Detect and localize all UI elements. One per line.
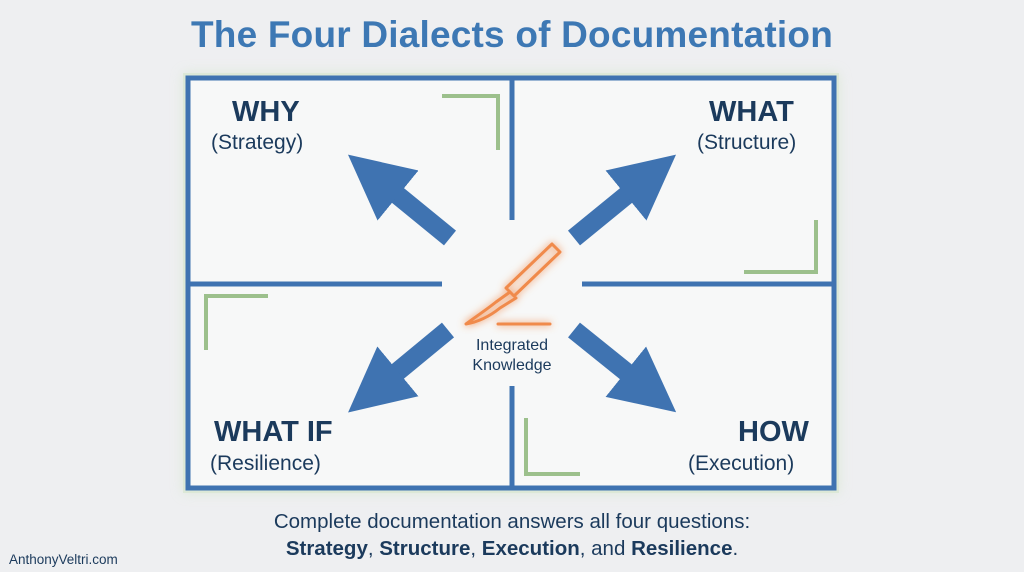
center-label-line2: Knowledge [472, 357, 552, 374]
bracket-top-right-quadrant [744, 220, 818, 274]
arrow-how [568, 322, 677, 413]
caption-separator: , [470, 537, 482, 560]
caption-term-strategy: Strategy [285, 537, 368, 560]
caption-line2: Strategy, Structure, Execution, and Resi… [0, 535, 1024, 562]
arrows [347, 154, 677, 413]
quadrant-what-heading: WHAT [709, 96, 794, 128]
caption-term-resilience: Resilience [631, 537, 733, 560]
scalpel-icon [464, 242, 562, 326]
quadrant-why-subtitle: (Strategy) [211, 131, 304, 154]
caption-term-execution: Execution [481, 537, 580, 560]
arrow-why [347, 154, 457, 246]
bracket-bottom-right-quadrant [524, 418, 580, 476]
page-title: The Four Dialects of Documentation [190, 14, 833, 55]
caption-separator: , and [579, 537, 632, 560]
caption-term-structure: Structure [379, 537, 471, 560]
quadrant-what-subtitle: (Structure) [697, 131, 797, 154]
caption-period: . [732, 537, 739, 560]
caption-separator: , [367, 537, 380, 560]
corner-brackets [204, 94, 818, 476]
quadrant-what-if-subtitle: (Resilience) [210, 452, 321, 475]
bracket-bottom-left-quadrant [204, 294, 268, 350]
center-label-line1: Integrated [475, 337, 549, 354]
site-credit: AnthonyVeltri.com [9, 552, 118, 567]
caption-line1: Complete documentation answers all four … [273, 510, 751, 533]
arrow-what-if [348, 322, 455, 413]
quadrant-why-heading: WHY [232, 96, 300, 128]
quadrant-how-subtitle: (Execution) [688, 452, 795, 475]
integrated-knowledge-label: Integrated Knowledge [444, 336, 580, 376]
bracket-top-left-quadrant [442, 94, 500, 150]
quadrant-dividers [188, 78, 834, 488]
summary-caption: Complete documentation answers all four … [0, 508, 1024, 562]
quadrant-what-if-heading: WHAT IF [214, 416, 333, 448]
arrow-what [567, 154, 677, 246]
quadrant-how-heading: HOW [738, 416, 809, 448]
